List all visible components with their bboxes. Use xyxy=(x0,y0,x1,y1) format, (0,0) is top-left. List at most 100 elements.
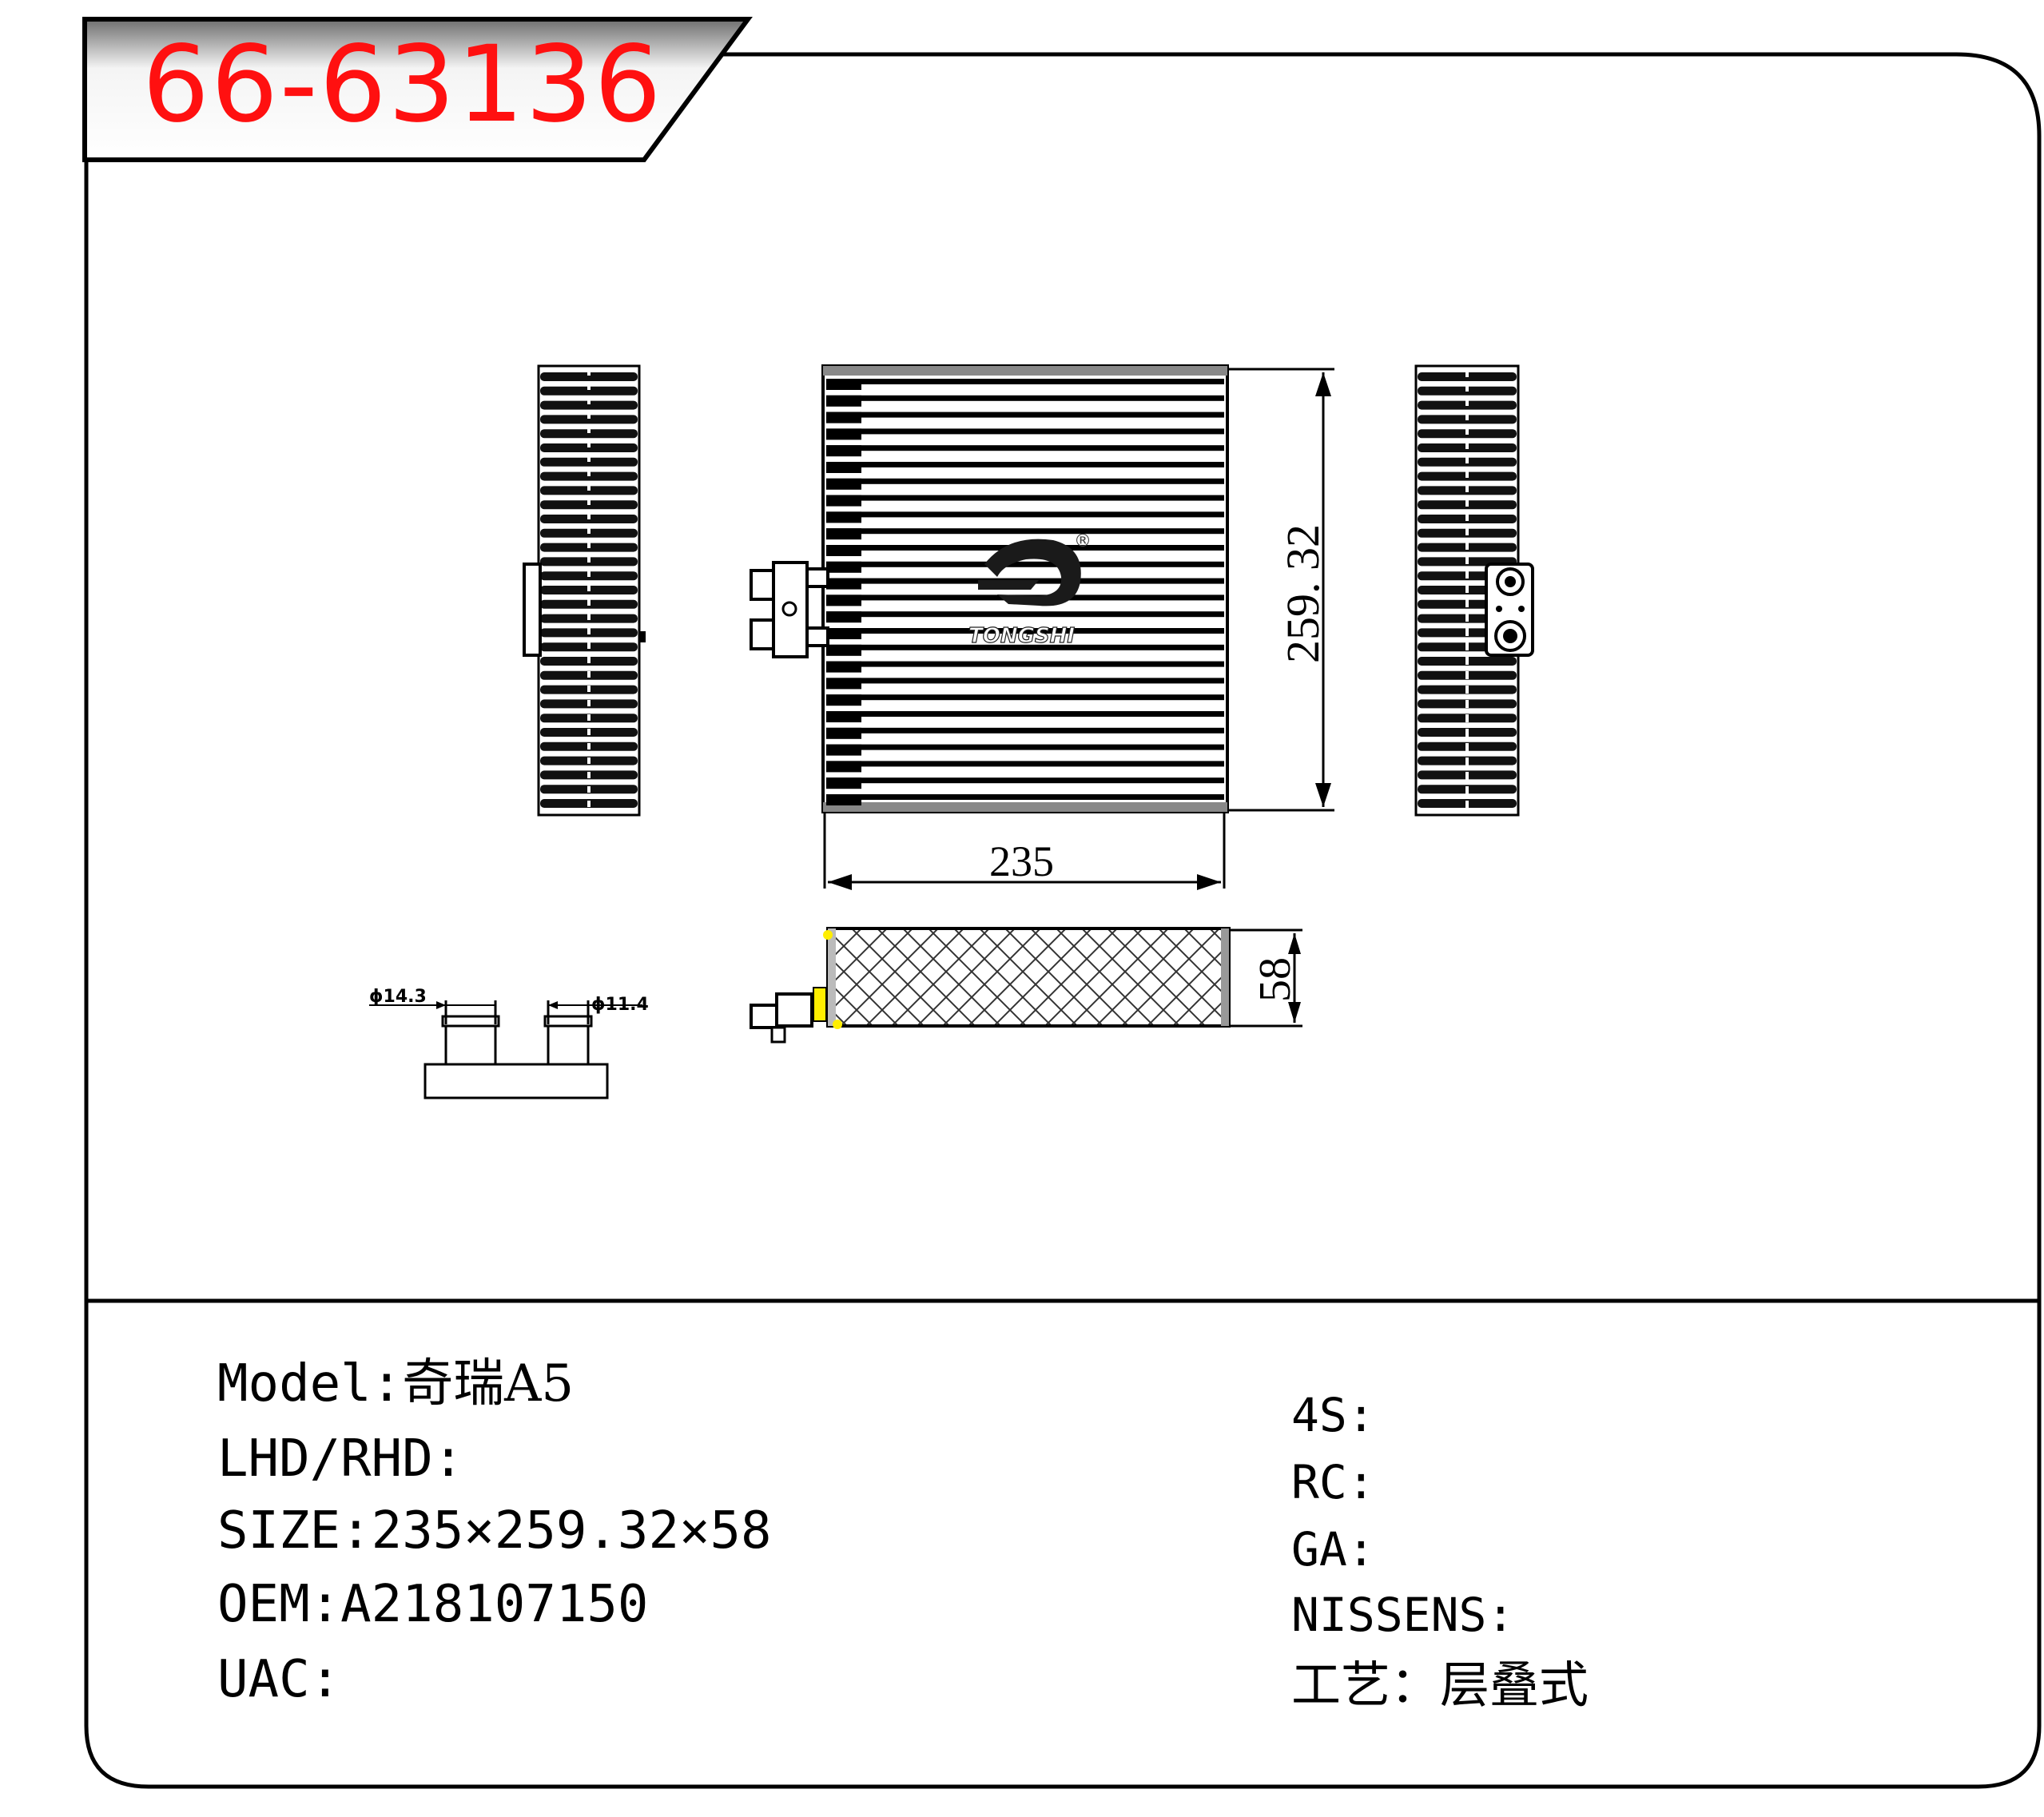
spec-uac: UAC: xyxy=(217,1654,340,1705)
core-tube xyxy=(826,727,1224,734)
fin-plate xyxy=(540,386,638,396)
spec-lhd-rhd: LHD/RHD: xyxy=(217,1433,463,1485)
fin-plate xyxy=(540,400,638,410)
brand-name: TONGSHI xyxy=(968,624,1075,648)
fin-plate xyxy=(540,457,638,467)
tube-header xyxy=(826,794,861,805)
spec-nissens-label: NISSENS: xyxy=(1291,1588,1515,1642)
tube-header xyxy=(826,628,861,639)
core-tube xyxy=(826,395,1224,401)
right-side-view xyxy=(1414,364,1534,817)
tube-header xyxy=(826,727,861,739)
core-tube xyxy=(826,611,1224,618)
core-tube xyxy=(826,711,1224,717)
spec-model-value: 奇瑞A5 xyxy=(402,1354,575,1413)
core-tube xyxy=(826,445,1224,451)
fin-plate xyxy=(540,471,638,481)
tube-header xyxy=(826,495,861,507)
outer-frame xyxy=(84,52,2042,1789)
core-tube xyxy=(826,478,1224,484)
tube-header xyxy=(826,545,861,556)
tube-header xyxy=(826,462,861,473)
spec-uac-label: UAC: xyxy=(217,1650,341,1709)
spec-lhd-rhd-label: LHD/RHD: xyxy=(217,1429,464,1489)
core-tube xyxy=(826,561,1224,567)
height-label: 259. 32 xyxy=(1277,524,1329,663)
spec-size-label: SIZE: xyxy=(217,1501,372,1561)
tube-header xyxy=(826,644,861,656)
tube-header xyxy=(826,528,861,540)
core-tube xyxy=(826,661,1224,667)
pipe-detail: ϕ14.3 ϕ11.4 xyxy=(369,987,649,1099)
part-code: 66-63136 xyxy=(142,23,663,146)
spec-ga: GA: xyxy=(1291,1526,1375,1572)
pipe-small-label: ϕ11.4 xyxy=(591,995,649,1015)
depth-label: 58 xyxy=(1251,957,1300,1002)
spec-model: Model:奇瑞A5 xyxy=(217,1358,574,1409)
tube-header xyxy=(826,478,861,490)
core-tube xyxy=(826,628,1224,634)
dimension-depth: 58 xyxy=(1231,928,1302,1028)
spec-process-label: 工艺： xyxy=(1291,1656,1441,1714)
spec-4s-label: 4S: xyxy=(1291,1388,1375,1442)
title-tab xyxy=(82,17,753,162)
tube-header xyxy=(826,694,861,706)
width-label: 235 xyxy=(989,837,1054,885)
core-tube xyxy=(826,511,1224,518)
spec-size: SIZE:235×259.32×58 xyxy=(217,1505,772,1557)
core-tube xyxy=(826,744,1224,750)
tube-header xyxy=(826,744,861,756)
tube-header xyxy=(826,678,861,690)
spec-process-value: 层叠式 xyxy=(1440,1656,1589,1714)
tube-header xyxy=(826,611,861,623)
front-view: TONGSHI ® xyxy=(750,364,1229,813)
core-tube xyxy=(826,644,1224,650)
fin-plate xyxy=(540,372,638,381)
left-side-view xyxy=(523,364,646,817)
core-tube xyxy=(826,428,1224,435)
spec-process: 工艺：层叠式 xyxy=(1291,1660,1589,1710)
spec-ga-label: GA: xyxy=(1291,1522,1375,1576)
core-tube xyxy=(826,694,1224,701)
tube-header xyxy=(826,445,861,457)
registered-mark: ® xyxy=(1074,531,1092,551)
spec-rc: RC: xyxy=(1291,1459,1375,1505)
core-tube xyxy=(826,794,1224,800)
tube-header xyxy=(826,379,861,390)
tube-header xyxy=(826,711,861,722)
spec-model-label: Model: xyxy=(217,1354,403,1413)
fin-plate xyxy=(540,429,638,439)
fin-plate xyxy=(540,443,638,452)
tongshi-logo: TONGSHI ® xyxy=(968,531,1092,649)
yellow-connector xyxy=(813,987,827,1022)
tube-header xyxy=(826,395,861,407)
dimension-height: 259. 32 xyxy=(1227,368,1334,812)
spec-oem-label: OEM: xyxy=(217,1575,341,1634)
tube-header xyxy=(826,412,861,423)
tube-header xyxy=(826,777,861,789)
tube-header xyxy=(826,594,861,606)
spec-size-value: 235×259.32×58 xyxy=(371,1501,772,1561)
spec-nissens: NISSENS: xyxy=(1291,1592,1514,1638)
tube-header xyxy=(826,578,861,590)
top-view xyxy=(750,927,1231,1044)
core-tube xyxy=(826,528,1224,535)
tube-header xyxy=(826,761,861,773)
spec-oem: OEM:A218107150 xyxy=(217,1579,648,1630)
core-tube xyxy=(826,761,1224,767)
core-tube xyxy=(826,462,1224,467)
core-tube xyxy=(826,379,1224,384)
fin-plate xyxy=(540,415,638,424)
front-fittings xyxy=(750,561,829,658)
spec-rc-label: RC: xyxy=(1291,1455,1375,1509)
tube-header xyxy=(826,661,861,673)
tube-header xyxy=(826,428,861,440)
spec-oem-value: A218107150 xyxy=(340,1575,649,1634)
tube-header xyxy=(826,561,861,573)
core-tube xyxy=(826,777,1224,784)
core-tube xyxy=(826,412,1224,418)
core-tube xyxy=(826,678,1224,684)
pipe-large-label: ϕ14.3 xyxy=(369,987,427,1007)
spec-4s: 4S: xyxy=(1291,1392,1375,1438)
